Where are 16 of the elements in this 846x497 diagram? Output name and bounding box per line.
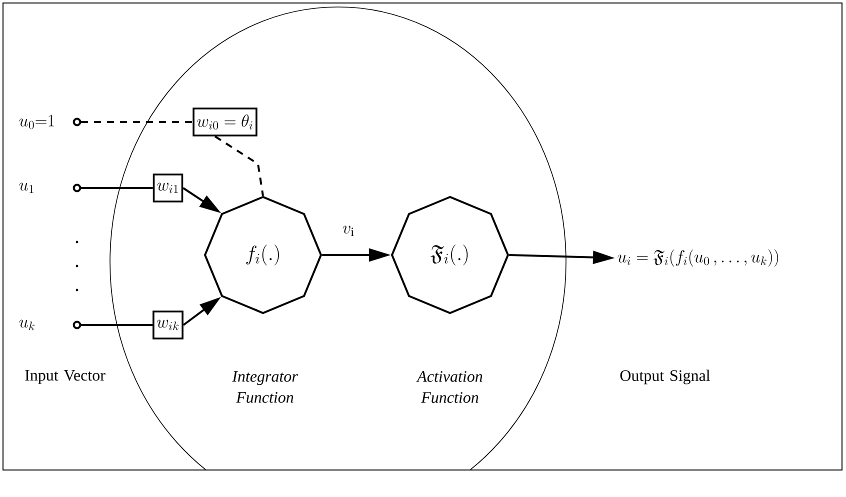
weight-box: $w_{i0} = \theta_i$ [192,108,258,136]
weight-box: $w_{i1}$ [152,174,184,202]
caption-text: Integrator Function [232,371,298,403]
weight-box: $w_{ik}$ [152,310,184,340]
connector [214,136,264,196]
input-label: $u_1$ [19,182,82,193]
caption-text: Activation Function [416,371,482,403]
connector [81,187,153,189]
input-label: $u_k$ [19,320,82,330]
connector [81,121,193,123]
input-label: $u_0{=}1$ [19,114,82,130]
caption-text: Output Signal [620,370,710,384]
connector [81,324,153,326]
edge-label: $v_\mathrm{i}$ [342,226,354,236]
output-formula: $u_i = \mathfrak{F}_i(f_i(u_0\,, \ldots, u_k))$ [618,249,778,267]
caption-text: Input Vector [25,370,106,384]
